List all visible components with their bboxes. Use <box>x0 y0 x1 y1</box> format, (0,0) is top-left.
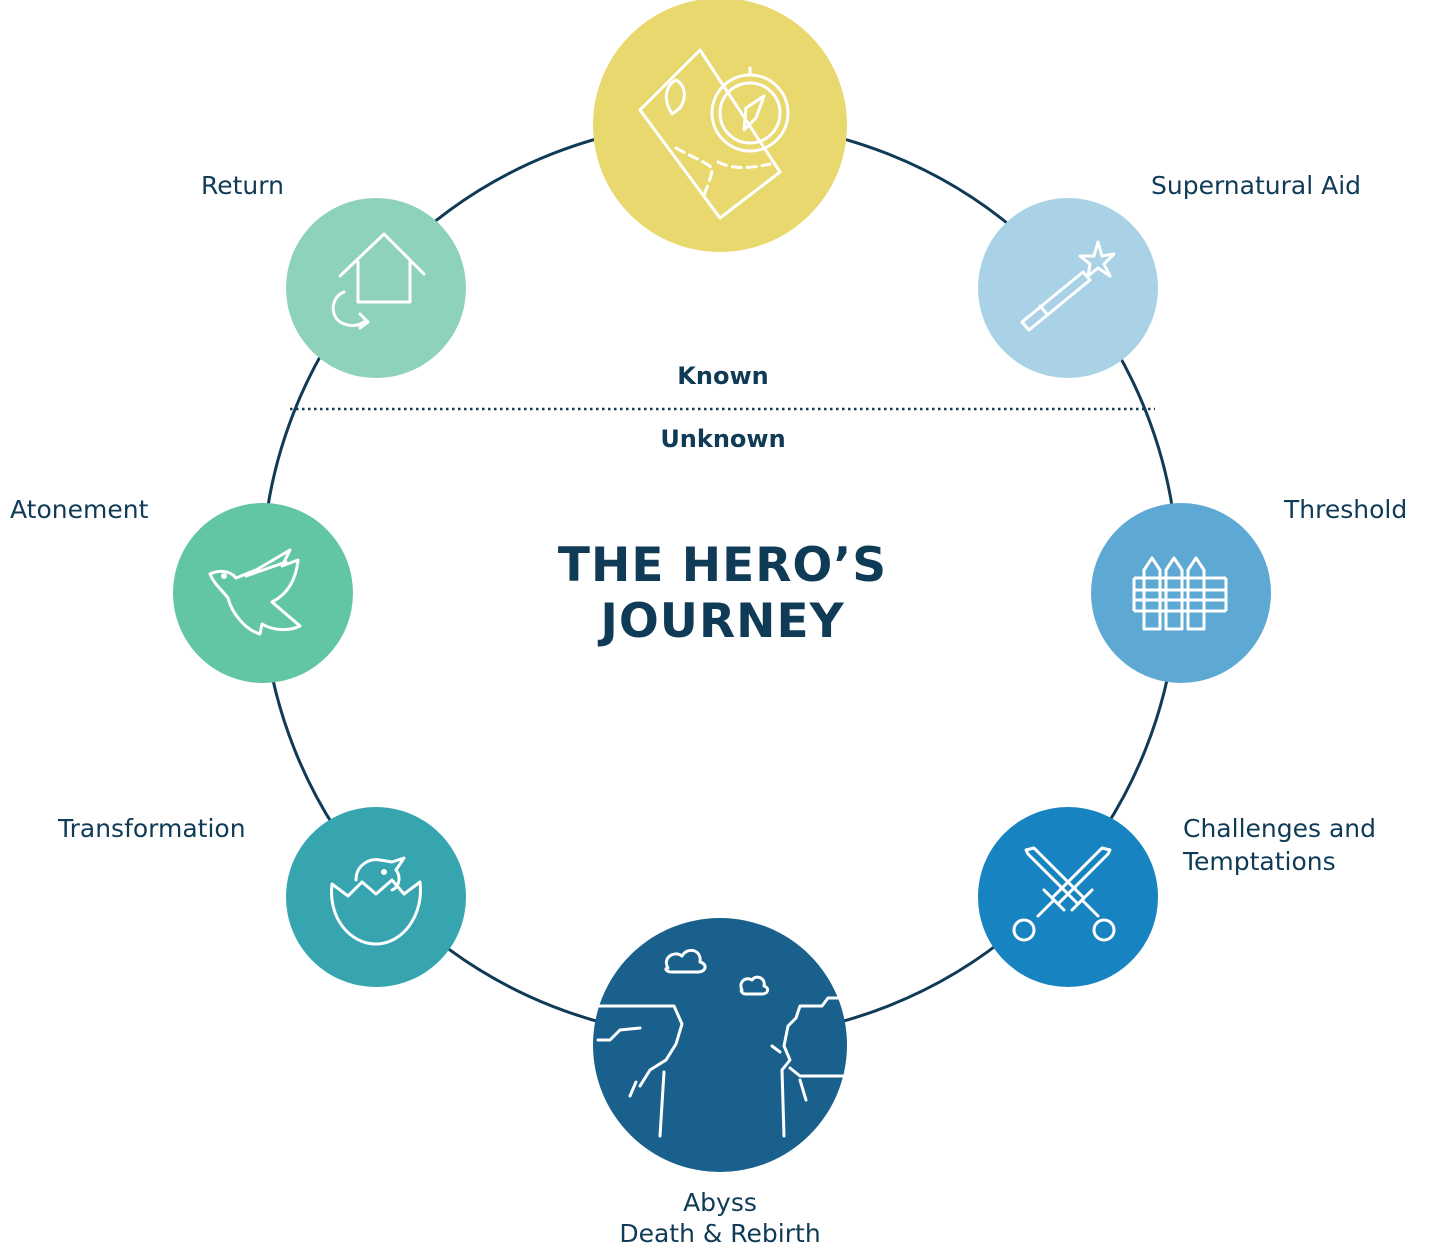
label-challenges-line2: Temptations <box>1183 847 1336 876</box>
dove-icon <box>208 548 302 636</box>
label-transformation: Transformation <box>58 814 246 843</box>
crossed-swords-icon <box>1012 846 1116 942</box>
stage-call-circle <box>593 0 847 252</box>
label-abyss-line1: Abyss <box>683 1188 757 1217</box>
stage-atonement-circle <box>173 503 353 683</box>
zone-known-label: Known <box>677 362 769 390</box>
stage-challenges[interactable] <box>978 807 1158 987</box>
stage-abyss[interactable] <box>593 918 847 1172</box>
stage-supernatural-aid-circle <box>978 198 1158 378</box>
stage-call[interactable] <box>593 0 847 252</box>
stage-transformation-circle <box>286 807 466 987</box>
label-challenges-line1: Challenges and <box>1183 814 1376 843</box>
stage-return[interactable] <box>286 198 466 378</box>
title-line-1: THE HERO’S <box>557 538 888 593</box>
magic-wand-icon <box>1020 240 1116 332</box>
label-atonement: Atonement <box>10 495 149 524</box>
stage-supernatural-aid[interactable] <box>978 198 1158 378</box>
map-compass-icon <box>638 48 790 220</box>
label-supernatural-aid: Supernatural Aid <box>1151 171 1362 200</box>
label-return: Return <box>201 171 284 200</box>
stage-transformation[interactable] <box>286 807 466 987</box>
label-abyss-line2: Death & Rebirth <box>619 1219 821 1248</box>
home-return-icon <box>331 232 426 330</box>
zone-unknown-label: Unknown <box>660 425 786 453</box>
stage-abyss-circle <box>593 918 847 1172</box>
abyss-cliffs-icon <box>596 948 844 1138</box>
stage-threshold[interactable] <box>1091 503 1271 683</box>
hatching-egg-icon <box>330 856 422 946</box>
label-threshold: Threshold <box>1284 495 1408 524</box>
diagram-title: THE HERO’S JOURNEY <box>500 538 945 650</box>
title-line-2: JOURNEY <box>600 594 845 649</box>
stage-atonement[interactable] <box>173 503 353 683</box>
fence-gate-icon <box>1132 556 1228 631</box>
stage-challenges-circle <box>978 807 1158 987</box>
stage-return-circle <box>286 198 466 378</box>
